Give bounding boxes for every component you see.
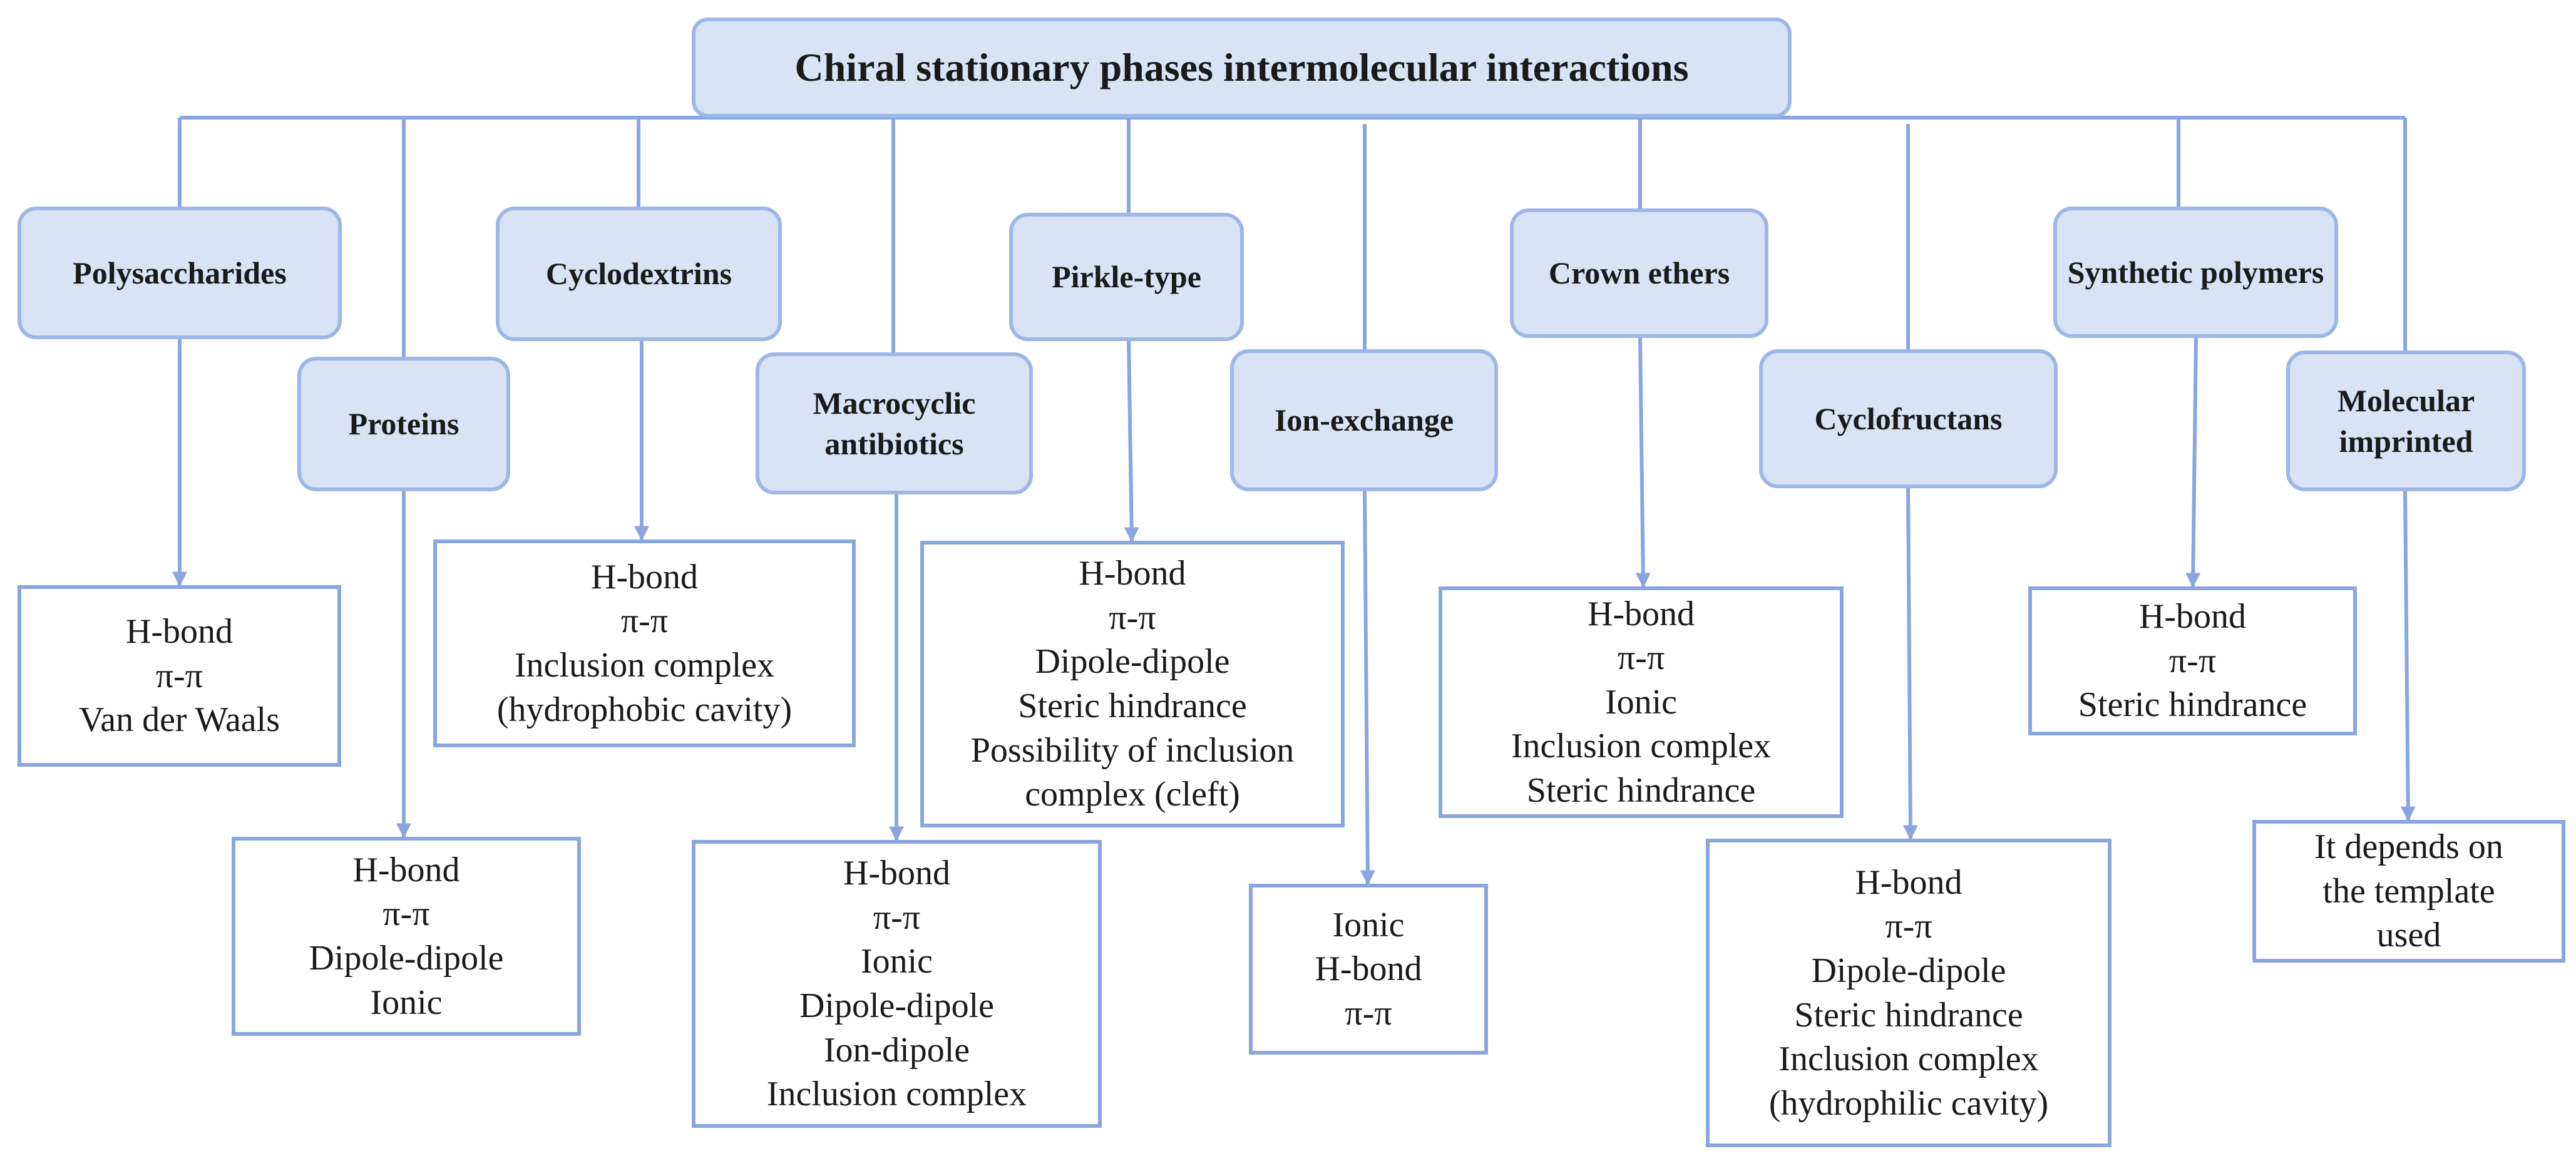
node-molecular-imprinted: Molecular imprinted	[2286, 350, 2526, 491]
interaction-text: Inclusion complex	[1778, 1040, 2039, 1079]
interaction-text: complex (cleft)	[1025, 775, 1240, 814]
interaction-text: π-π	[1617, 638, 1665, 678]
interactions-cyclofructans: H-bond π-π Dipole-dipole Steric hindranc…	[1706, 839, 2112, 1147]
interaction-text: Ion-dipole	[823, 1030, 970, 1070]
interaction-text: π-π	[382, 894, 430, 934]
interaction-text: H-bond	[1855, 862, 1963, 902]
diagram-title: Chiral stationary phases intermolecular …	[692, 18, 1792, 118]
interaction-text: Dipole-dipole	[799, 986, 995, 1025]
arrow-molecular-imprinted	[2400, 491, 2416, 822]
interaction-text: It depends on	[2314, 827, 2503, 867]
interaction-text: (hydrophilic cavity)	[1768, 1083, 2049, 1123]
interaction-text: Ionic	[1604, 682, 1678, 722]
interaction-text: Steric hindrance	[1794, 995, 2023, 1035]
interaction-text: π-π	[873, 898, 921, 937]
interactions-molecular-imprinted: It depends on the template used	[2252, 820, 2565, 963]
interaction-text: H-bond	[1587, 594, 1695, 633]
arrow-ion-exchange	[1360, 491, 1375, 886]
interactions-crown-ethers: H-bond π-π Ionic Inclusion complex Steri…	[1439, 586, 1844, 818]
node-polysaccharides: Polysaccharides	[18, 207, 342, 339]
arrow-crown-ethers	[1635, 337, 1651, 588]
interaction-text: Dipole-dipole	[309, 939, 504, 978]
node-cyclofructans: Cyclofructans	[1759, 349, 2058, 488]
interaction-text: Dipole-dipole	[1811, 951, 2006, 990]
node-ion-exchange: Ion-exchange	[1230, 349, 1498, 491]
interaction-text: H-bond	[2138, 597, 2247, 637]
interaction-text: Inclusion complex	[766, 1075, 1027, 1114]
interactions-pirkle-type: H-bond π-π Dipole-dipole Steric hindranc…	[920, 541, 1345, 827]
interactions-synthetic-polymers: H-bond π-π Steric hindrance	[2028, 586, 2357, 735]
interaction-text: H-bond	[843, 854, 951, 893]
node-crown-ethers: Crown ethers	[1510, 208, 1768, 338]
interactions-ion-exchange: Ionic H-bond π-π	[1249, 884, 1488, 1055]
node-proteins: Proteins	[297, 357, 510, 491]
interaction-text: π-π	[1345, 993, 1392, 1033]
interaction-text: Dipole-dipole	[1035, 642, 1230, 682]
interaction-text: Inclusion complex	[514, 646, 775, 685]
interaction-text: the template	[2322, 871, 2495, 911]
interactions-proteins: H-bond π-π Dipole-dipole Ionic	[232, 837, 581, 1036]
interaction-text: π-π	[620, 601, 669, 641]
interaction-text: Van der Waals	[78, 700, 280, 740]
interaction-text: H-bond	[1315, 949, 1422, 989]
interaction-text: H-bond	[352, 850, 460, 889]
node-cyclodextrins: Cyclodextrins	[496, 207, 782, 341]
interaction-text: π-π	[1109, 598, 1156, 637]
node-macrocyclic-antibiotics: Macrocyclic antibiotics	[756, 352, 1033, 494]
interaction-text: Ionic	[370, 983, 443, 1022]
interaction-text: Possibility of inclusion	[970, 730, 1295, 770]
interactions-macrocyclic-antibiotics: H-bond π-π Ionic Dipole-dipole Ion-dipol…	[692, 840, 1102, 1128]
interactions-cyclodextrins: H-bond π-π Inclusion complex (hydrophobi…	[433, 540, 856, 747]
interaction-text: H-bond	[125, 612, 233, 652]
arrow-pirkle-type	[1124, 340, 1139, 543]
interaction-text: π-π	[1885, 907, 1932, 946]
interaction-text: used	[2376, 916, 2441, 955]
node-synthetic-polymers: Synthetic polymers	[2053, 207, 2338, 338]
interaction-text: Inclusion complex	[1511, 727, 1772, 766]
interaction-text: (hydrophobic cavity)	[496, 690, 793, 729]
interaction-text: Steric hindrance	[2078, 685, 2307, 725]
interaction-text: π-π	[155, 656, 203, 695]
interaction-text: π-π	[2168, 641, 2217, 680]
interaction-text: Steric hindrance	[1526, 770, 1756, 810]
arrow-synthetic-polymers	[2185, 337, 2201, 588]
node-pirkle-type: Pirkle-type	[1009, 213, 1244, 341]
interaction-text: Ionic	[1332, 905, 1405, 944]
interaction-text: H-bond	[1079, 554, 1186, 593]
interaction-text: Steric hindrance	[1018, 687, 1247, 725]
interaction-text: Ionic	[860, 942, 933, 981]
interactions-polysaccharides: H-bond π-π Van der Waals	[18, 585, 341, 767]
interaction-text: H-bond	[590, 557, 699, 596]
arrow-cyclofructans	[1902, 488, 1918, 841]
